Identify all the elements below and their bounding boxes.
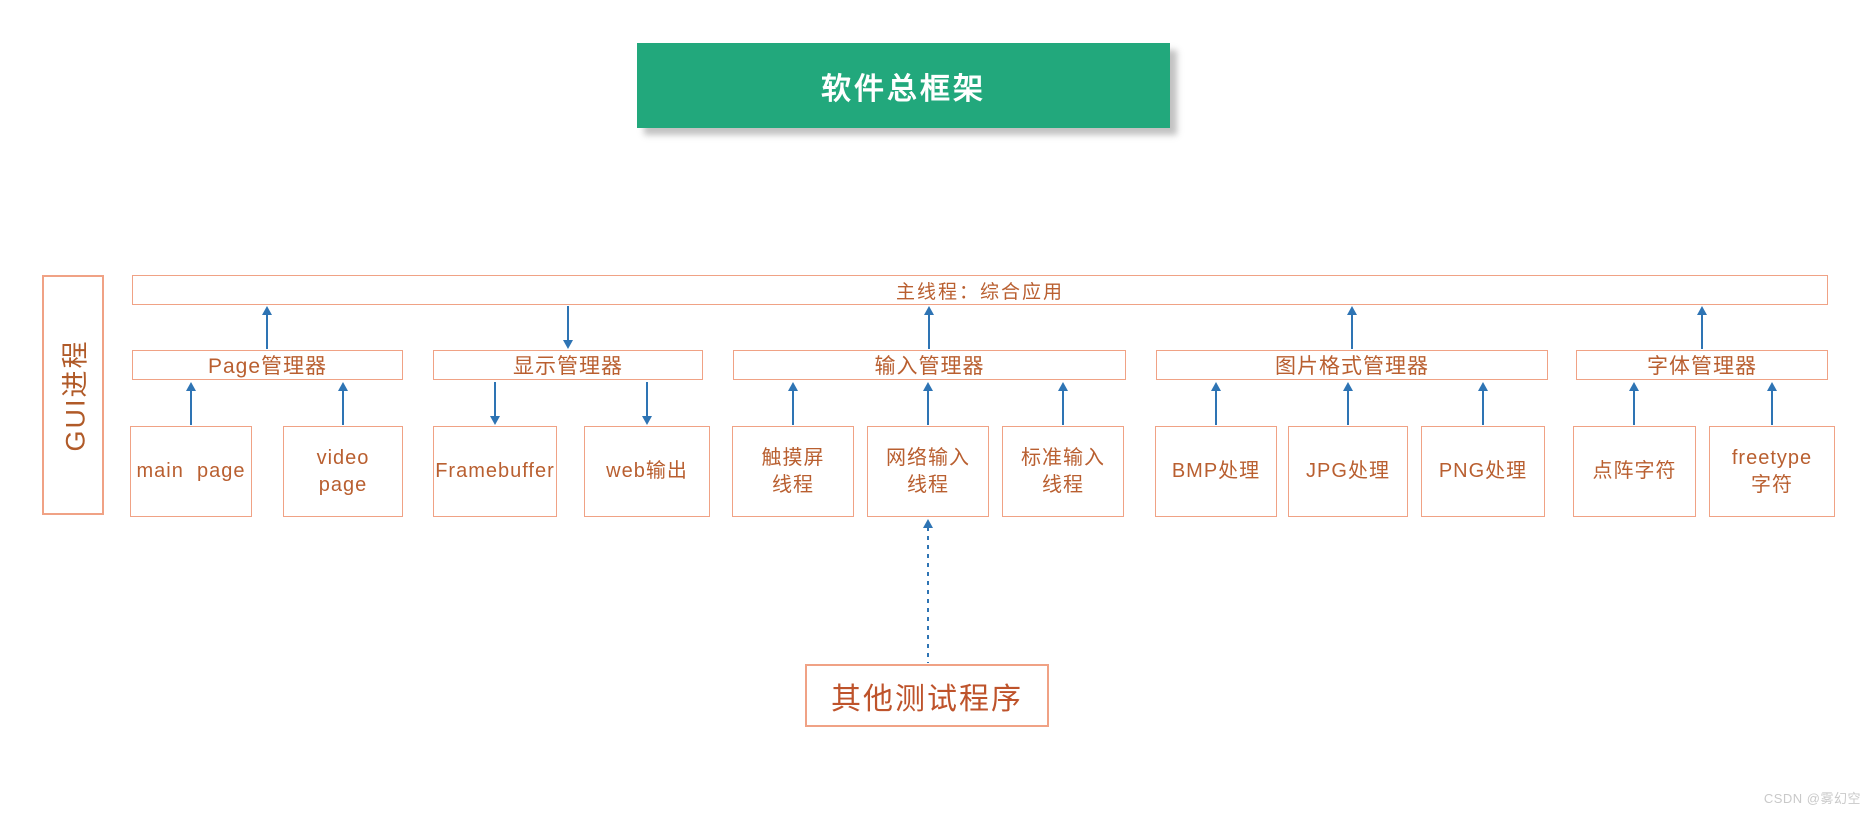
- arrow-dotted-line: [927, 527, 929, 663]
- arrow-png-to-image-format-manager: [1477, 382, 1489, 425]
- arrow-line: [927, 390, 929, 425]
- node-web-output: web输出: [584, 426, 710, 517]
- watermark-text: CSDN @雾幻空: [1763, 791, 1861, 806]
- arrowhead-up-icon: [1347, 306, 1357, 315]
- arrowhead-up-icon: [262, 306, 272, 315]
- arrow-main-page-to-page-manager: [185, 382, 197, 425]
- arrow-line: [1351, 314, 1353, 349]
- node-main-page: main page: [130, 426, 252, 517]
- gui-process-label: GUI进程: [60, 338, 91, 452]
- arrow-page-manager-to-bar: [261, 306, 273, 349]
- arrow-network-input-to-input-manager: [922, 382, 934, 425]
- arrow-line: [1215, 390, 1217, 425]
- node-video-page: video page: [283, 426, 403, 517]
- arrowhead-down-icon: [563, 340, 573, 349]
- arrowhead-up-icon: [1211, 382, 1221, 391]
- arrow-line: [1633, 390, 1635, 425]
- node-display-manager: 显示管理器: [433, 350, 703, 380]
- arrowhead-up-icon: [338, 382, 348, 391]
- arrowhead-up-icon: [923, 382, 933, 391]
- gui-process-box: GUI进程: [42, 275, 104, 515]
- arrow-jpg-to-image-format-manager: [1342, 382, 1354, 425]
- node-font-manager: 字体管理器: [1576, 350, 1828, 380]
- arrow-bar-to-display-manager: [562, 306, 574, 349]
- diagram-title: 软件总框架: [821, 72, 986, 106]
- main-thread-bar: 主线程：综合应用: [132, 275, 1828, 305]
- arrow-other-test-to-network-input: [922, 519, 934, 663]
- arrow-line: [190, 390, 192, 425]
- node-dot-matrix-chars: 点阵字符: [1573, 426, 1696, 517]
- arrowhead-up-icon: [924, 306, 934, 315]
- arrow-line: [567, 306, 569, 341]
- arrow-line: [1062, 390, 1064, 425]
- main-thread-label: 主线程：综合应用: [895, 281, 1064, 303]
- node-network-input-thread: 网络输入 线程: [867, 426, 989, 517]
- arrow-line: [646, 382, 648, 417]
- arrowhead-up-icon: [1767, 382, 1777, 391]
- node-bmp-processing: BMP处理: [1155, 426, 1277, 517]
- arrow-standard-input-to-input-manager: [1057, 382, 1069, 425]
- arrow-line: [1701, 314, 1703, 349]
- arrow-line: [266, 314, 268, 349]
- arrow-line: [1771, 390, 1773, 425]
- arrow-line: [1347, 390, 1349, 425]
- node-other-test-program: 其他测试程序: [805, 664, 1049, 727]
- arrowhead-up-icon: [1629, 382, 1639, 391]
- node-jpg-processing: JPG处理: [1288, 426, 1408, 517]
- arrowhead-up-icon: [1058, 382, 1068, 391]
- node-page-manager: Page管理器: [132, 350, 403, 380]
- arrow-touchscreen-to-input-manager: [787, 382, 799, 425]
- arrow-line: [928, 314, 930, 349]
- arrowhead-up-icon: [923, 519, 933, 528]
- node-standard-input-thread: 标准输入 线程: [1002, 426, 1124, 517]
- arrow-image-format-manager-to-bar: [1346, 306, 1358, 349]
- arrowhead-up-icon: [1478, 382, 1488, 391]
- arrow-display-manager-to-web-output: [641, 382, 653, 425]
- arrowhead-up-icon: [1697, 306, 1707, 315]
- arrowhead-up-icon: [1343, 382, 1353, 391]
- arrowhead-down-icon: [642, 416, 652, 425]
- arrowhead-up-icon: [788, 382, 798, 391]
- arrow-line: [1482, 390, 1484, 425]
- node-framebuffer: Framebuffer: [433, 426, 557, 517]
- arrow-line: [342, 390, 344, 425]
- arrow-font-manager-to-bar: [1696, 306, 1708, 349]
- title-banner: 软件总框架: [637, 43, 1170, 128]
- arrowhead-up-icon: [186, 382, 196, 391]
- arrow-display-manager-to-framebuffer: [489, 382, 501, 425]
- arrow-freetype-to-font-manager: [1766, 382, 1778, 425]
- arrow-input-manager-to-bar: [923, 306, 935, 349]
- node-input-manager: 输入管理器: [733, 350, 1126, 380]
- arrow-line: [792, 390, 794, 425]
- arrow-line: [494, 382, 496, 417]
- arrowhead-down-icon: [490, 416, 500, 425]
- arrow-dot-matrix-to-font-manager: [1628, 382, 1640, 425]
- node-freetype-chars: freetype 字符: [1709, 426, 1835, 517]
- node-touchscreen-thread: 触摸屏 线程: [732, 426, 854, 517]
- arrow-video-page-to-page-manager: [337, 382, 349, 425]
- node-image-format-manager: 图片格式管理器: [1156, 350, 1548, 380]
- arrow-bmp-to-image-format-manager: [1210, 382, 1222, 425]
- node-png-processing: PNG处理: [1421, 426, 1545, 517]
